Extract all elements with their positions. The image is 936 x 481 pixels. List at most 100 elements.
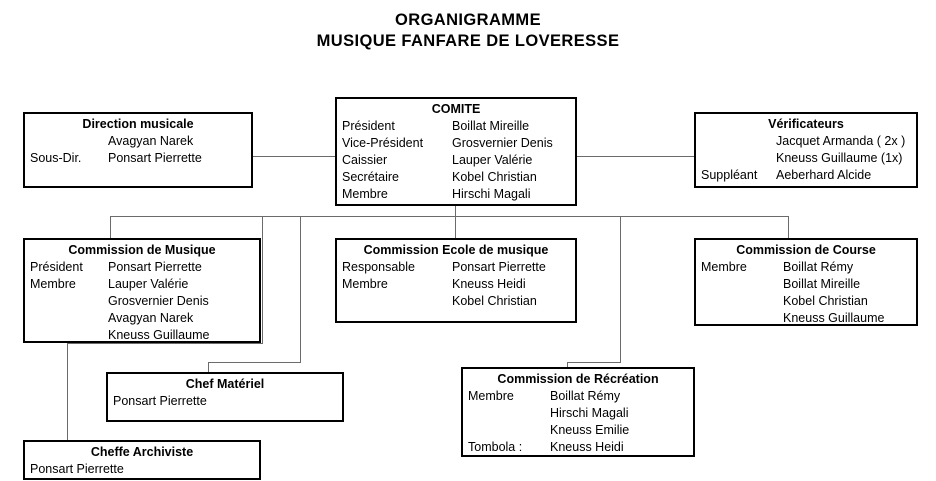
row-person: Kneuss Guillaume (1x) (776, 151, 903, 165)
row-person: Aeberhard Alcide (776, 168, 872, 182)
page-title: ORGANIGRAMME MUSIQUE FANFARE DE LOVERESS… (0, 10, 936, 52)
connector-cheffe-archiviste-rail (67, 343, 68, 440)
box-rows-commission-ecole-de-musique: Responsable Ponsart Pierrette Membre Kne… (337, 259, 575, 310)
row-role: Secrétaire (342, 170, 399, 184)
row-role (701, 150, 776, 167)
box-commission-de-recreation[interactable]: Commission de Récréation Membre Boillat … (461, 367, 695, 457)
box-direction-musicale[interactable]: Direction musicale Avagyan Narek Sous-Di… (23, 112, 253, 188)
connector-recreation-rail (620, 216, 621, 362)
table-row: Tombola : Kneuss Heidi (468, 439, 688, 456)
row-person: Kobel Christian (452, 170, 537, 184)
table-row: Caissier Lauper Valérie (342, 152, 570, 169)
row-person: Hirschi Magali (550, 406, 629, 420)
row-role: Sous-Dir. (30, 151, 82, 165)
table-row: Ponsart Pierrette (30, 461, 254, 478)
row-person: Kneuss Emilie (550, 423, 630, 437)
row-role: Membre (342, 277, 388, 291)
box-rows-comite: Président Boillat Mireille Vice-Présiden… (337, 118, 575, 203)
box-chef-materiel[interactable]: Chef Matériel Ponsart Pierrette (106, 372, 344, 422)
connector-recreation-feed (567, 362, 621, 363)
row-person: Boillat Rémy (550, 389, 621, 403)
table-row: Kneuss Guillaume (701, 310, 911, 327)
box-rows-commission-de-musique: Président Ponsart Pierrette Membre Laupe… (25, 259, 259, 344)
row-role (30, 310, 108, 327)
table-row: Ponsart Pierrette (113, 393, 337, 410)
row-person: Boillat Mireille (783, 277, 861, 291)
table-row: Sous-Dir. Ponsart Pierrette (30, 150, 246, 167)
row-role: Président (30, 260, 83, 274)
connector-bus-to-commission-course (788, 216, 789, 239)
box-rows-cheffe-archiviste: Ponsart Pierrette (25, 461, 259, 478)
table-row: Avagyan Narek (30, 310, 254, 327)
table-row: Kobel Christian (701, 293, 911, 310)
connector-musique-under-inner (67, 343, 263, 344)
row-person: Kneuss Guillaume (783, 311, 885, 325)
row-person: Grosvernier Denis (108, 294, 209, 308)
box-rows-verificateurs: Jacquet Armanda ( 2x ) Kneuss Guillaume … (696, 133, 916, 184)
row-person: Lauper Valérie (452, 153, 533, 167)
row-person: Kneuss Guillaume (108, 328, 210, 342)
box-title-chef-materiel: Chef Matériel (185, 377, 265, 391)
box-rows-chef-materiel: Ponsart Pierrette (108, 393, 342, 410)
table-row: Membre Boillat Rémy (701, 259, 911, 276)
box-rows-commission-de-course: Membre Boillat Rémy Boillat Mireille Kob… (696, 259, 916, 327)
row-role: Caissier (342, 153, 388, 167)
connector-chef-materiel-feed (208, 362, 301, 363)
row-role: Président (342, 119, 395, 133)
box-title-commission-de-course: Commission de Course (736, 243, 876, 257)
title-line-1: ORGANIGRAMME (395, 11, 541, 29)
table-row: Membre Kneuss Heidi (342, 276, 570, 293)
row-role: Vice-Président (342, 136, 424, 150)
row-person: Kneuss Heidi (550, 440, 624, 454)
row-role (701, 310, 783, 327)
box-title-commission-de-musique: Commission de Musique (68, 243, 216, 257)
table-row: Grosvernier Denis (30, 293, 254, 310)
table-row: Président Boillat Mireille (342, 118, 570, 135)
box-rows-commission-de-recreation: Membre Boillat Rémy Hirschi Magali Kneus… (463, 388, 693, 456)
box-comite[interactable]: COMITE Président Boillat Mireille Vice-P… (335, 97, 577, 206)
row-role (30, 293, 108, 310)
row-role (468, 405, 550, 422)
box-verificateurs[interactable]: Vérificateurs Jacquet Armanda ( 2x ) Kne… (694, 112, 918, 188)
table-row: Avagyan Narek (30, 133, 246, 150)
table-row: Suppléant Aeberhard Alcide (701, 167, 911, 184)
table-row: Kneuss Guillaume (1x) (701, 150, 911, 167)
connector-chef-materiel-stem (208, 362, 209, 373)
table-row: Membre Hirschi Magali (342, 186, 570, 203)
row-person: Ponsart Pierrette (113, 394, 207, 408)
connector-direction-to-comite (253, 156, 335, 157)
table-row: Président Ponsart Pierrette (30, 259, 254, 276)
box-commission-de-musique[interactable]: Commission de Musique Président Ponsart … (23, 238, 261, 343)
row-person: Kobel Christian (452, 294, 537, 308)
row-person: Kneuss Heidi (452, 277, 526, 291)
table-row: Kobel Christian (342, 293, 570, 310)
row-role: Membre (342, 187, 388, 201)
row-person: Avagyan Narek (108, 311, 194, 325)
box-title-cheffe-archiviste: Cheffe Archiviste (90, 445, 194, 459)
row-person: Avagyan Narek (108, 134, 194, 148)
row-person: Ponsart Pierrette (108, 260, 202, 274)
row-person: Jacquet Armanda ( 2x ) (776, 134, 906, 148)
row-role: Responsable (342, 260, 415, 274)
table-row: Responsable Ponsart Pierrette (342, 259, 570, 276)
box-title-comite: COMITE (431, 102, 481, 116)
row-person: Grosvernier Denis (452, 136, 553, 150)
box-commission-de-course[interactable]: Commission de Course Membre Boillat Rémy… (694, 238, 918, 326)
row-role (701, 276, 783, 293)
connector-musique-right-rail-outer (300, 216, 301, 362)
connector-comite-to-verificateurs (577, 156, 694, 157)
table-row: Boillat Mireille (701, 276, 911, 293)
row-role (30, 327, 108, 344)
box-cheffe-archiviste[interactable]: Cheffe Archiviste Ponsart Pierrette (23, 440, 261, 480)
connector-commission-bus (110, 216, 788, 217)
row-role (468, 422, 550, 439)
box-rows-direction-musicale: Avagyan Narek Sous-Dir. Ponsart Pierrett… (25, 133, 251, 167)
table-row: Secrétaire Kobel Christian (342, 169, 570, 186)
table-row: Kneuss Guillaume (30, 327, 254, 344)
row-person: Ponsart Pierrette (108, 151, 202, 165)
box-commission-ecole-de-musique[interactable]: Commission Ecole de musique Responsable … (335, 238, 577, 323)
connector-musique-right-rail-inner (262, 216, 263, 343)
table-row: Vice-Président Grosvernier Denis (342, 135, 570, 152)
row-person: Hirschi Magali (452, 187, 531, 201)
